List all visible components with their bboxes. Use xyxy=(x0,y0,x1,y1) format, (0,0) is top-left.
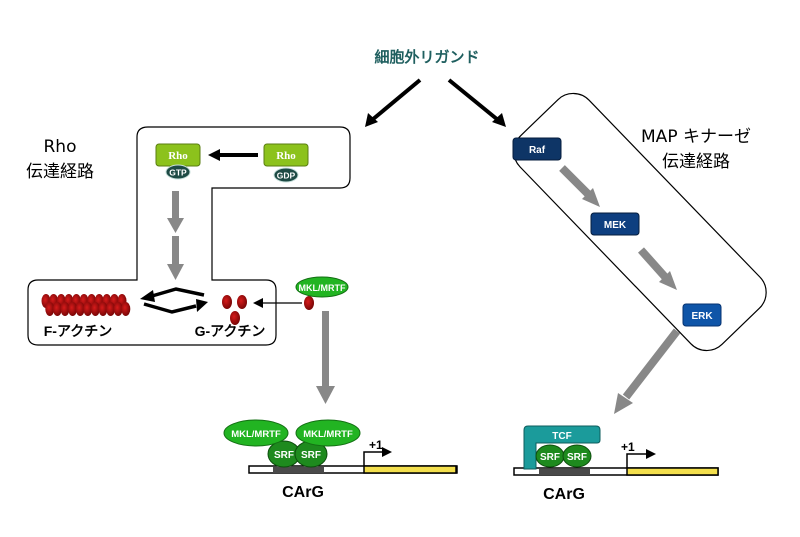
extracellular-ligand-title: 細胞外リガンド xyxy=(374,48,479,66)
map-pathway-label-line1: MAP キナーゼ xyxy=(641,127,751,147)
f-actin-label: F-アクチン xyxy=(44,323,113,339)
mkl-mrtf-free: MKL/MRTF xyxy=(295,276,349,298)
rho-pathway-label-line2: 伝達経路 xyxy=(26,162,94,182)
promoter-left: +1 SRF SRF MKL/MRTF MKL/MRTF CArG xyxy=(223,419,458,501)
actin-subunit xyxy=(68,302,78,316)
carg-label-right: CArG xyxy=(543,486,585,503)
ligand-arrow-right xyxy=(447,78,506,127)
rho-down-arrow-2 xyxy=(167,236,184,280)
tcf-cofactor xyxy=(523,425,601,470)
depolymerize-arrow xyxy=(140,287,205,302)
srf-left-1-label: SRF xyxy=(274,450,294,461)
carg-element-left xyxy=(273,467,324,473)
tss-label-right: +1 xyxy=(621,440,635,454)
rho-gdp: Rho GDP xyxy=(263,143,309,183)
actin-subunit xyxy=(113,302,123,316)
carg-label-left: CArG xyxy=(282,484,324,501)
map-pathway-label-line2: 伝達経路 xyxy=(662,152,730,172)
rho-gdp-label: Rho xyxy=(276,150,296,162)
mkl-cofactor-1 xyxy=(223,419,289,447)
rho-gtp: Rho GTP xyxy=(155,143,201,180)
carg-element-right xyxy=(539,469,590,475)
promoter-right: +1 TCF SRF SRF CArG xyxy=(513,425,719,503)
mek-kinase: MEK xyxy=(590,212,640,236)
raf-to-mek-arrow xyxy=(559,165,600,207)
actin-subunit xyxy=(106,302,116,316)
actin-subunit xyxy=(45,302,55,316)
tss-arrow-left xyxy=(363,451,383,466)
gene-body-right xyxy=(626,467,719,476)
srf-right-2-label: SRF xyxy=(567,452,587,463)
mkl-mrtf-free-label: MKL/MRTF xyxy=(299,283,346,293)
actin-subunit xyxy=(98,302,108,316)
gdp-label: GDP xyxy=(277,171,296,181)
f-actin-filament xyxy=(41,294,131,316)
rho-gtp-label: Rho xyxy=(168,150,188,162)
erk-kinase: ERK xyxy=(682,303,722,327)
actin-subunit xyxy=(83,302,93,316)
actin-subunit xyxy=(60,302,70,316)
srf-right-2 xyxy=(562,444,592,468)
tss-label-left: +1 xyxy=(369,438,383,452)
map-pathway-outline xyxy=(513,92,767,352)
srf-right-1-label: SRF xyxy=(540,452,560,463)
mkl-cofactor-1-label: MKL/MRTF xyxy=(231,429,281,440)
actin-subunit xyxy=(52,302,62,316)
mkl-cofactor-2 xyxy=(295,419,361,447)
gtp-label: GTP xyxy=(169,168,187,178)
g-actin-monomers xyxy=(222,295,247,325)
srf-left-2-label: SRF xyxy=(301,450,321,461)
erk-nuclear-arrow xyxy=(614,328,681,414)
actin-subunit xyxy=(121,302,131,316)
erk-label: ERK xyxy=(691,311,713,322)
rho-down-arrow-1 xyxy=(167,191,184,233)
ligand-arrow-left xyxy=(365,78,422,127)
rho-pathway-outline xyxy=(27,126,351,346)
mek-label: MEK xyxy=(604,220,627,231)
mkl-nuclear-arrow xyxy=(316,311,335,404)
rho-pathway-label-line1: Rho xyxy=(44,137,77,157)
raf-kinase: Raf xyxy=(512,137,562,161)
mkl-bound-actin xyxy=(304,296,314,310)
actin-subunit xyxy=(75,302,85,316)
actin-subunit xyxy=(90,302,100,316)
gene-body-left xyxy=(363,465,457,474)
mek-to-erk-arrow xyxy=(638,247,677,290)
polymerize-arrow xyxy=(143,299,208,314)
gdp-to-gtp-arrow xyxy=(208,149,258,161)
mkl-cofactor-2-label: MKL/MRTF xyxy=(303,429,353,440)
tcf-label: TCF xyxy=(552,431,571,442)
mkl-gactin-arrow xyxy=(253,298,302,308)
tss-arrow-right xyxy=(626,453,646,468)
g-actin-label: G-アクチン xyxy=(195,323,266,339)
raf-label: Raf xyxy=(529,145,546,156)
